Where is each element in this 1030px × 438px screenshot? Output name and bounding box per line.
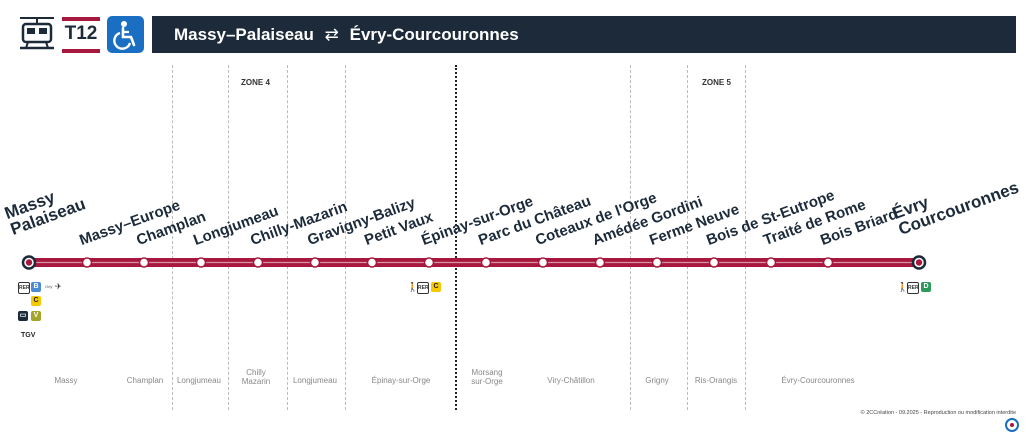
zone-separator [228, 65, 229, 410]
station-stop [423, 257, 435, 268]
station-stop [252, 257, 264, 268]
commune-label: Longjumeau [176, 376, 222, 385]
station-stop [651, 257, 663, 268]
rer-d-badge: D [921, 282, 931, 292]
station-stop [366, 257, 378, 268]
terminus-marker [25, 259, 33, 266]
rer-icon: RER [907, 282, 919, 294]
station-stop [81, 257, 93, 268]
station-stop [537, 257, 549, 268]
header-bar: Massy–Palaiseau ⇄ Évry-Courcouronnes [152, 16, 1016, 53]
train-v-badge: V [31, 311, 41, 321]
rer-c-badge: C [431, 282, 441, 292]
station-stop [138, 257, 150, 268]
zone-separator [345, 65, 346, 410]
walk-icon: 🚶 [407, 282, 419, 292]
title-to: Évry-Courcouronnes [349, 25, 519, 44]
commune-label: Chilly Mazarin [241, 368, 271, 386]
footnote: © 2CCréation - 09.2025 - Reproduction ou… [860, 410, 1016, 416]
terminus-marker [915, 259, 923, 266]
logo-icon [1005, 418, 1019, 437]
tgv-label: TGV [21, 332, 36, 339]
commune-label: Longjumeau [292, 376, 338, 385]
commune-label: Viry-Châtillon [547, 376, 595, 385]
header-title: Massy–Palaiseau ⇄ Évry-Courcouronnes [174, 16, 519, 53]
commune-label: Ris-Orangis [694, 376, 738, 385]
zone-separator [630, 65, 631, 410]
rer-c-badge: C [31, 296, 41, 306]
walk-icon: 🚶 [897, 282, 909, 292]
zone-separator [455, 65, 457, 410]
train-icon: ▭ [18, 311, 28, 321]
commune-label: Massy [54, 376, 78, 385]
line-name: T12 [64, 23, 98, 44]
zone-separator [745, 65, 746, 410]
zone-separator [687, 65, 688, 410]
bidirectional-arrow-icon: ⇄ [324, 25, 339, 44]
station-stop [765, 257, 777, 268]
wheelchair-icon [107, 16, 144, 53]
plane-icon: ✈ [55, 282, 62, 291]
commune-label: Épinay-sur-Orge [371, 376, 431, 385]
rer-icon: RER [18, 282, 30, 294]
commune-label: Morsang sur-Orge [471, 368, 503, 386]
rer-icon: RER [417, 282, 429, 294]
line-badge: T12 [62, 17, 100, 53]
station-stop [708, 257, 720, 268]
title-from: Massy–Palaiseau [174, 25, 314, 44]
station-stop [480, 257, 492, 268]
station-stop [822, 257, 834, 268]
station-stop [594, 257, 606, 268]
commune-label: Grigny [645, 376, 669, 385]
orly-label: Orly [45, 284, 53, 289]
zone-separator [172, 65, 173, 410]
zone-separator [287, 65, 288, 410]
zone-4-label: ZONE 4 [241, 78, 270, 87]
tram-icon [18, 15, 56, 53]
commune-label: Champlan [126, 376, 164, 385]
commune-label: Évry-Courcouronnes [781, 376, 855, 385]
zone-5-label: ZONE 5 [702, 78, 731, 87]
station-stop [195, 257, 207, 268]
rer-b-badge: B [31, 282, 41, 292]
station-stop [309, 257, 321, 268]
